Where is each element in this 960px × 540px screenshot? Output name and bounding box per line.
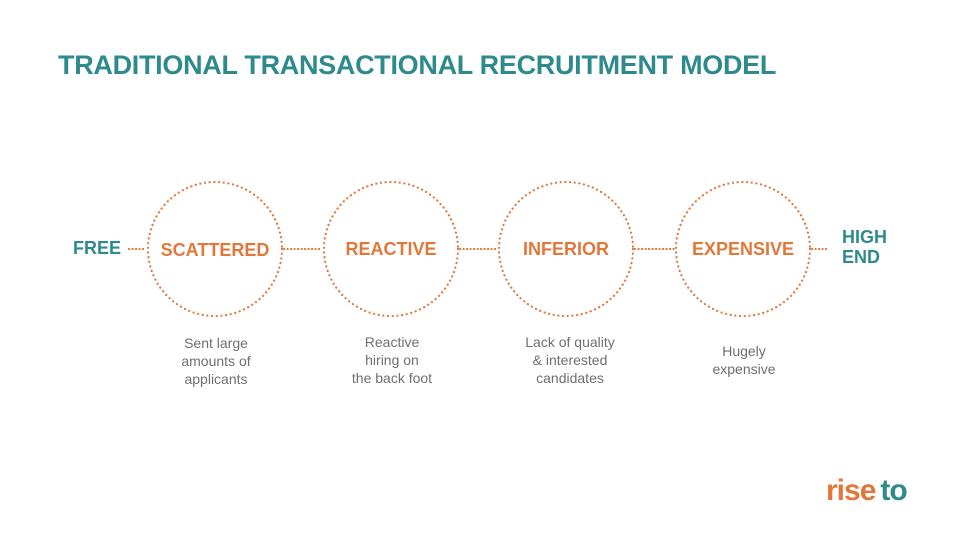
stage-desc-inferior: Lack of quality & interested candidates xyxy=(500,333,640,387)
stage-circles xyxy=(146,180,812,318)
high-end-line-1: HIGH xyxy=(842,227,887,247)
desc-line: amounts of xyxy=(181,353,251,369)
free-label: FREE xyxy=(73,238,122,258)
desc-line: hiring on xyxy=(365,352,419,368)
stage-desc-scattered: Sent large amounts of applicants xyxy=(146,334,286,388)
high-end-label: HIGH END xyxy=(842,227,887,267)
slide-title: TRADITIONAL TRANSACTIONAL RECRUITMENT MO… xyxy=(58,50,777,80)
stage-desc-expensive: Hugely expensive xyxy=(674,342,814,378)
desc-line: Lack of quality xyxy=(525,334,615,350)
high-end-line-2: END xyxy=(842,247,881,267)
desc-line: candidates xyxy=(536,370,604,386)
stage-circle-expensive xyxy=(674,180,812,318)
stage-circle-inferior xyxy=(497,180,635,318)
logo-to-text: to xyxy=(880,474,907,507)
stage-label-scattered: SCATTERED xyxy=(160,240,270,260)
stage-circle-reactive xyxy=(322,180,460,318)
desc-line: the back foot xyxy=(351,370,433,386)
logo-rise-text: rise xyxy=(826,474,876,507)
stage-desc-reactive: Reactive hiring on the back foot xyxy=(322,333,462,387)
desc-line: Sent large xyxy=(184,335,248,351)
stage-label-inferior: INFERIOR xyxy=(522,239,609,259)
stage-circle-scattered xyxy=(146,180,284,318)
desc-line: Reactive xyxy=(364,334,420,350)
stage-label-expensive: EXPENSIVE xyxy=(691,239,795,259)
desc-line: & interested xyxy=(532,352,608,368)
desc-line: applicants xyxy=(184,371,248,387)
desc-line: Hugely xyxy=(722,343,766,359)
desc-line: expensive xyxy=(712,361,776,377)
stage-label-reactive: REACTIVE xyxy=(345,239,437,259)
